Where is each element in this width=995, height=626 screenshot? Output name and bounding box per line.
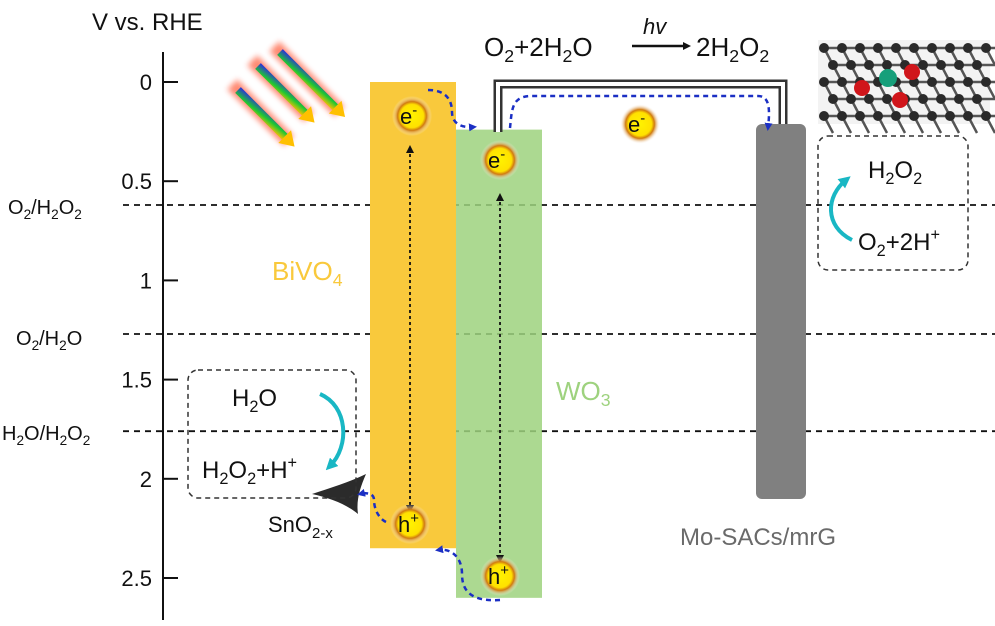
light-beams (227, 41, 346, 147)
sno2-label: SnO2-x (268, 512, 333, 542)
anode-curved-arrow (319, 392, 346, 471)
reaction-rhs: 2H2O2 (696, 32, 769, 66)
axis-ticks: 0 0.5 1 1.5 2 2.5 (121, 70, 178, 591)
mo-sac-structure-image (818, 40, 995, 134)
axis-tick-label: 2.5 (121, 566, 152, 591)
electron-circuit: e- (620, 104, 660, 144)
cathode-reaction-box: H2O2 O2+2H+ (817, 135, 969, 271)
wo3-label: WO3 (556, 376, 611, 410)
charge-transfer-arrows (357, 88, 773, 602)
cathode-reactant: O2+2H+ (858, 226, 940, 260)
svg-text:h+: h+ (488, 562, 509, 589)
label-h2o-h2o2: H2O/H2O2 (2, 423, 90, 448)
mo-sac-band (756, 124, 806, 499)
svg-text:e-: e- (628, 110, 645, 137)
sno2-particle (312, 474, 366, 514)
hole-bivo4: h+ (390, 504, 430, 544)
electron-wo3: e- (480, 140, 520, 180)
mo-sac-label: Mo-SACs/mrG (680, 524, 836, 551)
anode-reactant: H2O (232, 385, 277, 416)
bivo4-band (370, 82, 456, 549)
reaction-lhs: O2+2H2O (484, 32, 593, 66)
label-o2-h2o2: O2/H2O2 (8, 197, 82, 222)
bivo4-label: BiVO4 (272, 256, 343, 290)
wo3-band (456, 129, 542, 598)
cathode-product: H2O2 (868, 157, 922, 188)
electron-bivo4: e- (392, 96, 432, 136)
svg-text:e-: e- (488, 146, 505, 173)
external-circuit (493, 79, 788, 132)
anode-reaction-box: H2O H2O2+H+ (187, 369, 357, 499)
svg-text:e-: e- (400, 102, 417, 129)
label-o2-h2o: O2/H2O (16, 328, 82, 353)
axis-tick-label: 0.5 (121, 169, 152, 194)
axis-tick-label: 0 (140, 70, 152, 95)
axis-tick-label: 2 (140, 467, 152, 492)
anode-product: H2O2+H+ (202, 454, 297, 488)
reaction-hv: hv (643, 14, 668, 39)
axis-tick-label: 1 (140, 268, 152, 293)
axis-title: V vs. RHE (92, 9, 203, 36)
svg-text:h+: h+ (398, 510, 419, 537)
cathode-curved-arrow (829, 176, 853, 242)
potential-lines (123, 204, 995, 433)
hole-wo3: h+ (480, 556, 520, 596)
axis-tick-label: 1.5 (121, 368, 152, 393)
